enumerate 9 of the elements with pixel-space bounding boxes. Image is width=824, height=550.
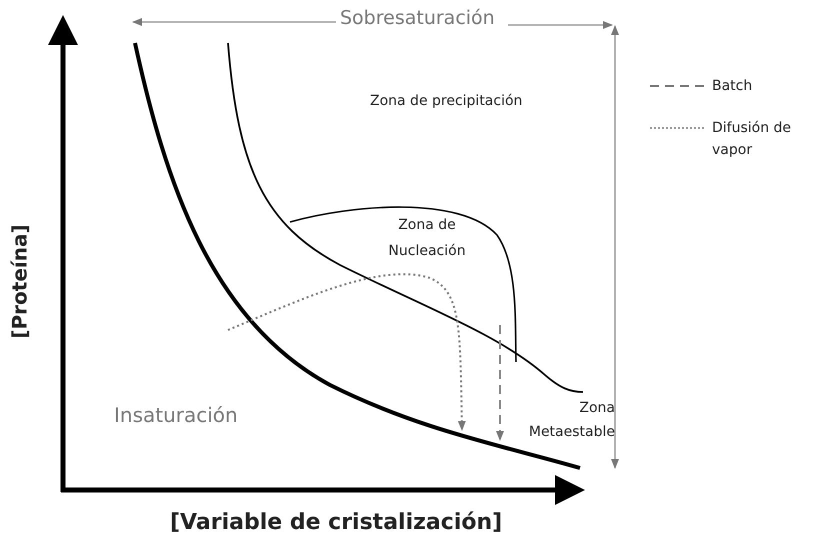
region-label: Zona Metaestable (528, 399, 615, 442)
region-label: Zona de precipitación (370, 92, 522, 111)
region-label: Sobresaturación (340, 6, 495, 31)
axis-title: [Variable de cristalización] (170, 509, 502, 537)
axis-title: [Proteína] (6, 223, 32, 341)
legend-label: Batch (712, 77, 754, 96)
legend-label: Difusión de vapor (712, 119, 792, 160)
region-label: Insaturación (114, 402, 238, 429)
region-label: Zona de Nucleación (387, 216, 467, 261)
